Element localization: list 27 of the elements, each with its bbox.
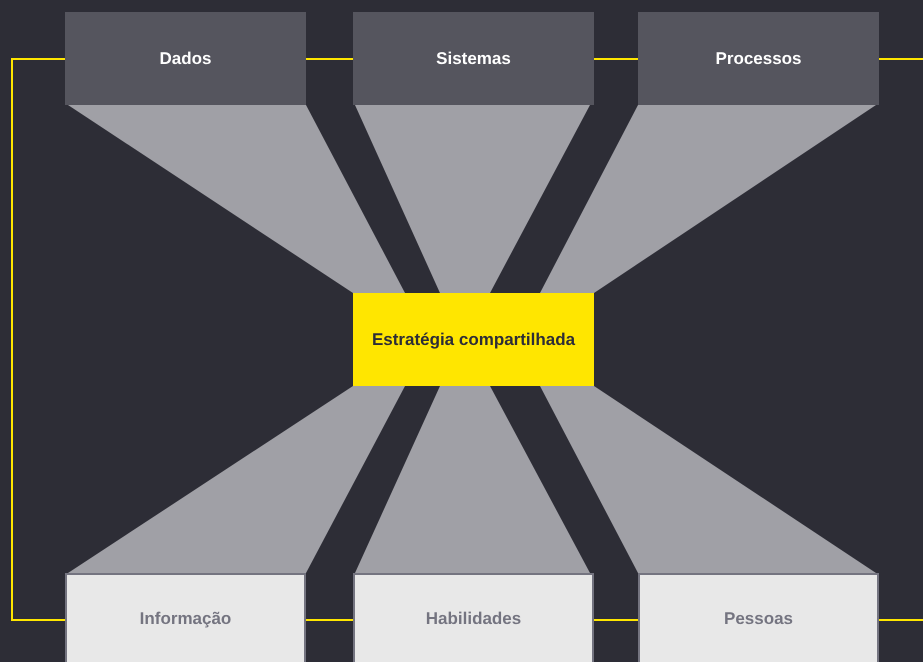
funnel-connector bbox=[540, 105, 876, 293]
box-label: Estratégia compartilhada bbox=[370, 328, 576, 350]
funnel-connector bbox=[540, 386, 876, 573]
funnel-connector bbox=[355, 105, 590, 293]
box-label: Informação bbox=[138, 608, 232, 628]
box-label: Processos bbox=[714, 48, 802, 68]
connector-line bbox=[306, 619, 353, 621]
category-box bbox=[353, 12, 594, 105]
funnel-connector bbox=[68, 105, 405, 293]
connector-line bbox=[594, 619, 638, 621]
box-label: Dados bbox=[158, 48, 212, 68]
box-label: Sistemas bbox=[435, 48, 512, 68]
connector-line bbox=[11, 58, 65, 621]
connector-line bbox=[879, 58, 923, 60]
category-box bbox=[638, 573, 879, 662]
box-label: Habilidades bbox=[424, 608, 522, 628]
category-box bbox=[65, 12, 306, 105]
connector-line bbox=[306, 58, 353, 60]
category-box bbox=[353, 573, 594, 662]
box-label: Pessoas bbox=[723, 608, 794, 628]
strategy-box bbox=[353, 293, 594, 386]
category-box bbox=[638, 12, 879, 105]
funnel-connector bbox=[355, 386, 590, 573]
connector-line bbox=[879, 619, 923, 621]
funnel-connector bbox=[68, 386, 405, 573]
category-box bbox=[65, 573, 306, 662]
connector-line bbox=[594, 58, 638, 60]
